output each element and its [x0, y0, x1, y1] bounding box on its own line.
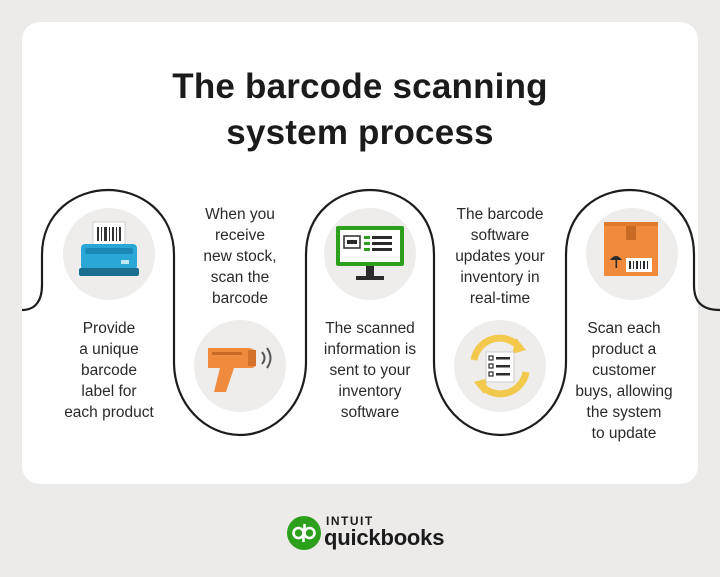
- step-1-line: Provide: [82, 320, 136, 337]
- step-4-line: updates your: [455, 248, 545, 265]
- step-1-line: label for: [81, 383, 137, 400]
- step-5-line: product a: [591, 341, 657, 358]
- step-5-line: buys, allowing: [575, 383, 673, 400]
- step-2-line: receive: [215, 227, 265, 244]
- step-1-line: each product: [64, 404, 154, 421]
- step-4-text: The barcode software updates your invent…: [432, 204, 568, 309]
- step-4-line: inventory in: [460, 269, 540, 286]
- shipping-box-icon: [604, 222, 658, 276]
- step-3-line: software: [340, 404, 400, 421]
- step-5-line: customer: [592, 362, 656, 379]
- step-1-line: barcode: [80, 362, 137, 379]
- title-line-2: system process: [226, 113, 494, 152]
- step-3-line: sent to your: [329, 362, 411, 379]
- step-5-line: Scan each: [587, 320, 661, 337]
- barcode-scanner-icon: [208, 347, 272, 392]
- step-1-line: a unique: [79, 341, 139, 358]
- step-3-line: The scanned: [325, 320, 415, 337]
- step-3-line: information is: [323, 341, 417, 358]
- page-title: The barcode scanning system process: [0, 64, 720, 156]
- step-5-line: the system: [586, 404, 662, 421]
- title-line-1: The barcode scanning: [172, 67, 548, 106]
- step-2-text: When you receive new stock, scan the bar…: [180, 204, 300, 309]
- computer-monitor-icon: [336, 226, 404, 280]
- step-3-text: The scanned information is sent to your …: [306, 318, 434, 423]
- sync-list-icon: [470, 334, 530, 398]
- step-3-line: inventory: [338, 383, 402, 400]
- step-2-line: barcode: [211, 290, 268, 307]
- receipt-printer-icon: [79, 221, 139, 276]
- step-2-line: scan the: [210, 269, 270, 286]
- quickbooks-logo-icon: [287, 516, 321, 550]
- step-5-text: Scan each product a customer buys, allow…: [562, 318, 686, 444]
- step-1-text: Provide a unique barcode label for each …: [50, 318, 168, 423]
- step-2-line: When you: [205, 206, 275, 223]
- step-2-line: new stock,: [203, 248, 277, 265]
- brand-intuit: INTUIT: [326, 514, 374, 528]
- step-4-line: The barcode: [456, 206, 544, 223]
- step-5-line: to update: [591, 425, 657, 442]
- step-4-line: software: [470, 227, 530, 244]
- step-4-line: real-time: [469, 290, 531, 307]
- brand-quickbooks: quickbooks: [324, 525, 445, 550]
